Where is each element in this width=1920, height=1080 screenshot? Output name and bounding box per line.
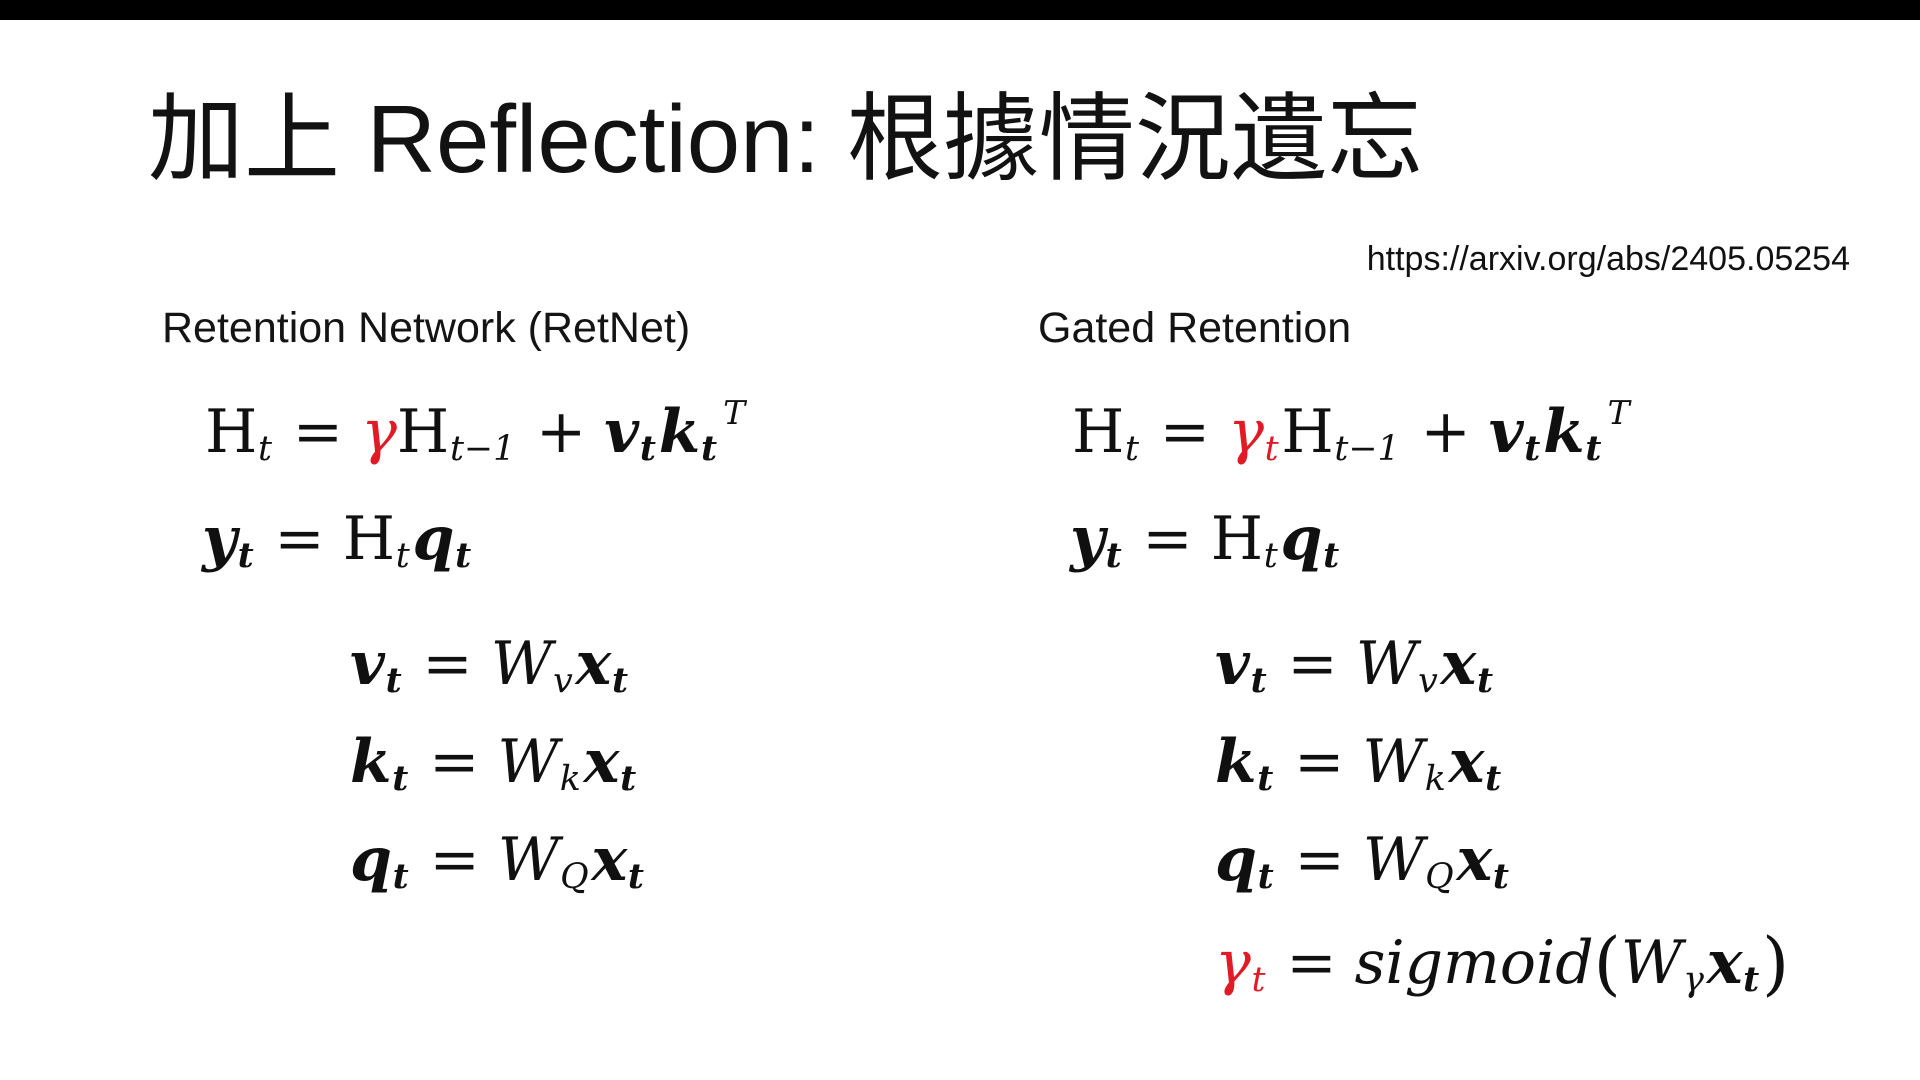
gated-query-projection-equation: qt=WQxt	[1215, 825, 1509, 898]
retnet-output-equation: yt=Htqt	[202, 504, 472, 577]
retnet-key-projection-equation: kt=Wkxt	[350, 727, 637, 800]
gated-key-projection-equation: kt=Wkxt	[1215, 727, 1502, 800]
gated-output-equation: yt=Htqt	[1070, 504, 1340, 577]
gated-value-projection-equation: vt=Wvxt	[1215, 629, 1494, 702]
right-column-header: Gated Retention	[1038, 304, 1352, 352]
retnet-value-projection-equation: vt=Wvxt	[350, 629, 629, 702]
left-column-header: Retention Network (RetNet)	[162, 304, 691, 352]
top-letterbox-bar	[0, 0, 1920, 20]
gated-gate-sigmoid-equation: γt=sigmoid(Wγxt)	[1215, 923, 1790, 1004]
retnet-state-update-equation: Ht=γHt−1+vtktT	[205, 393, 746, 470]
gated-state-update-equation: Ht=γtHt−1+vtktT	[1072, 393, 1630, 470]
slide-title: 加上 Reflection: 根據情況遺忘	[148, 86, 1423, 193]
retnet-query-projection-equation: qt=WQxt	[350, 825, 644, 898]
arxiv-link[interactable]: https://arxiv.org/abs/2405.05254	[1366, 240, 1850, 278]
